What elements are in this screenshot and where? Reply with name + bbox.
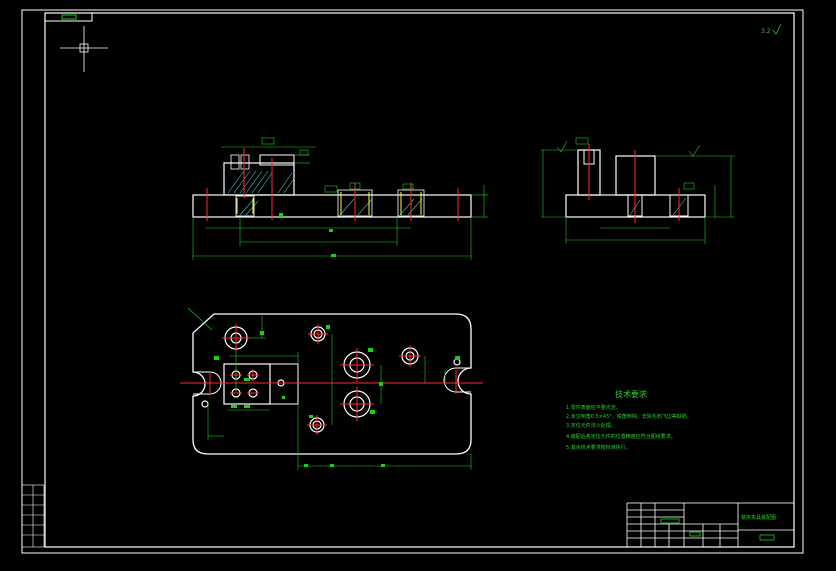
revision-column [21, 484, 45, 548]
note-item-5: 5.其余技术要求按标准执行。 [566, 444, 631, 451]
sheet-frame [21, 9, 804, 554]
front-view [192, 137, 488, 260]
title-block [626, 502, 795, 548]
locating-block [223, 363, 271, 405]
crosshair-cursor-icon[interactable] [60, 26, 108, 72]
front-view-base-plate [192, 194, 472, 218]
note-item-1: 1.零件表面应平整光洁。 [566, 404, 621, 411]
side-view [541, 137, 735, 244]
outer-border [21, 9, 804, 554]
roughness-symbol: 3.2 [761, 23, 782, 35]
title-block-drawing-name: 铣床夹具装配图 [741, 514, 776, 521]
plan-view-outline [192, 313, 472, 455]
drawing-number-box [44, 12, 93, 22]
inner-border [44, 12, 795, 548]
technical-notes: 技术要求 1.零件表面应平整光洁。 2.未注倒角0.5×45°，锐角倒钝，去除毛… [566, 389, 692, 451]
note-item-2: 2.未注倒角0.5×45°，锐角倒钝，去除毛刺飞边等缺陷。 [566, 413, 692, 420]
note-item-3: 3.定位元件淬火处理。 [566, 422, 616, 429]
note-item-4: 4.装配后各定位元件的位置精度应符合图纸要求。 [566, 433, 676, 440]
front-view-hatch [227, 170, 423, 216]
roughness-value: 3.2 [761, 28, 771, 35]
front-view-bracket [223, 162, 295, 196]
notes-title: 技术要求 [615, 389, 647, 399]
plan-view [180, 307, 483, 470]
